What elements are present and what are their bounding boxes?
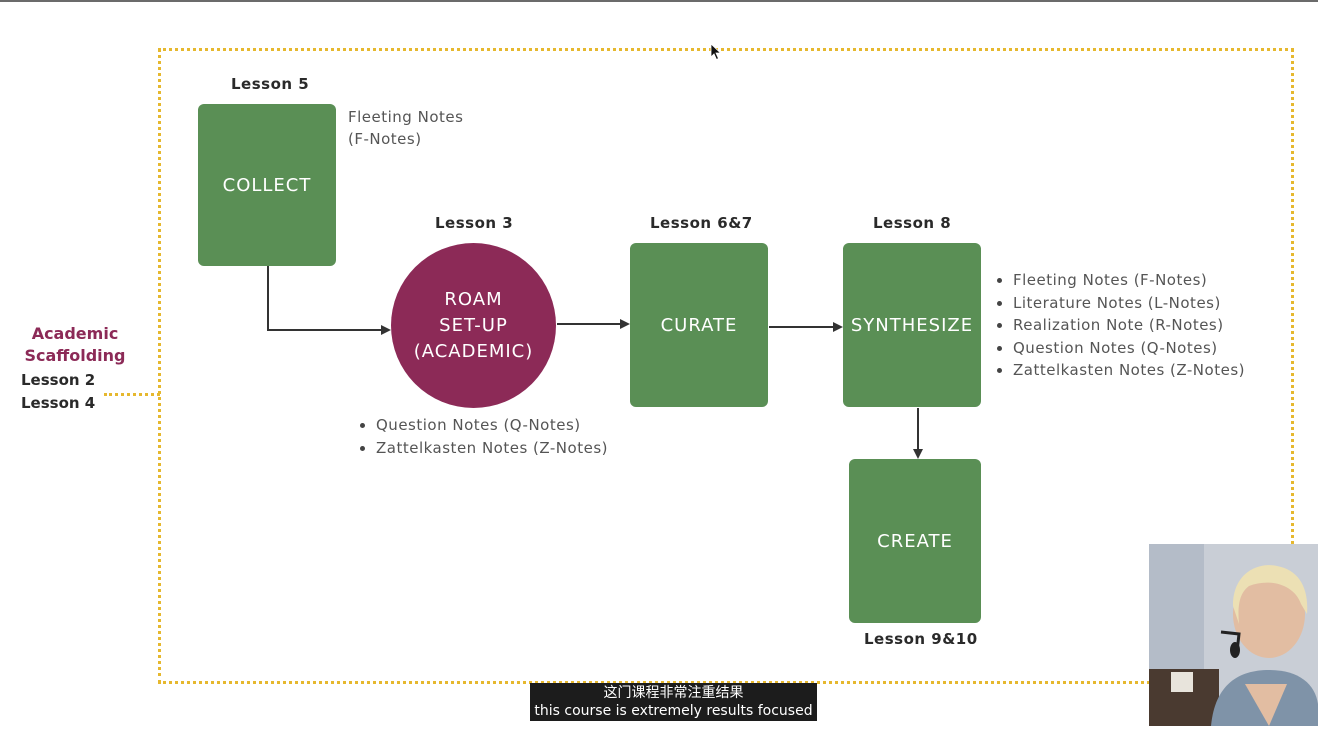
curate-box: CURATE (630, 243, 768, 407)
roam-note-item: Question Notes (Q-Notes) (360, 414, 608, 437)
subtitle-english: this course is extremely results focused (534, 703, 813, 719)
curate-label: CURATE (660, 314, 738, 336)
synthesize-label: SYNTHESIZE (850, 314, 974, 336)
roam-note-list: Question Notes (Q-Notes) Zattelkasten No… (360, 414, 608, 459)
synthesize-note-item: Question Notes (Q-Notes) (997, 337, 1245, 360)
presenter-webcam (1149, 544, 1318, 726)
roam-note-item: Zattelkasten Notes (Z-Notes) (360, 437, 608, 460)
synthesize-note-list: Fleeting Notes (F-Notes) Literature Note… (997, 269, 1245, 382)
synthesize-box: SYNTHESIZE (843, 243, 981, 407)
create-lesson-label: Lesson 9&10 (864, 630, 978, 648)
roam-line2: SET-UP (439, 314, 508, 336)
roam-setup-circle: ROAM SET-UP (ACADEMIC) (391, 243, 556, 408)
collect-note: Fleeting Notes (F-Notes) (348, 106, 463, 150)
synthesize-note-item: Literature Notes (L-Notes) (997, 292, 1245, 315)
roam-line1: ROAM (444, 288, 503, 310)
collect-note-line2: (F-Notes) (348, 130, 422, 148)
roam-lesson-label: Lesson 3 (435, 214, 514, 232)
collect-label: COLLECT (222, 174, 312, 196)
synthesize-note-item: Fleeting Notes (F-Notes) (997, 269, 1245, 292)
arrow-collect-to-roam (267, 266, 391, 335)
video-subtitle: 这门课程非常注重结果 this course is extremely resu… (530, 683, 817, 721)
mouse-cursor-icon (710, 43, 722, 61)
scaffolding-line2: Scaffolding (24, 346, 126, 365)
synthesize-note-item: Zattelkasten Notes (Z-Notes) (997, 359, 1245, 382)
create-label: CREATE (877, 530, 953, 552)
scaffolding-lesson-a: Lesson 2 (21, 371, 96, 389)
scaffolding-lesson-b: Lesson 4 (21, 394, 96, 412)
collect-box: COLLECT (198, 104, 336, 266)
scaffolding-line1: Academic (31, 324, 119, 343)
create-box: CREATE (849, 459, 981, 623)
collect-lesson-label: Lesson 5 (231, 75, 310, 93)
synthesize-note-item: Realization Note (R-Notes) (997, 314, 1245, 337)
subtitle-chinese: 这门课程非常注重结果 (603, 685, 744, 701)
scaffolding-frame (158, 48, 1294, 684)
presenter-image (1149, 544, 1318, 726)
curate-lesson-label: Lesson 6&7 (650, 214, 753, 232)
top-border (0, 0, 1318, 2)
scaffolding-connector (104, 393, 160, 396)
roam-line3: (ACADEMIC) (413, 340, 534, 362)
academic-scaffolding-label: Academic Scaffolding (20, 323, 130, 367)
collect-note-line1: Fleeting Notes (348, 108, 464, 126)
synthesize-lesson-label: Lesson 8 (873, 214, 952, 232)
